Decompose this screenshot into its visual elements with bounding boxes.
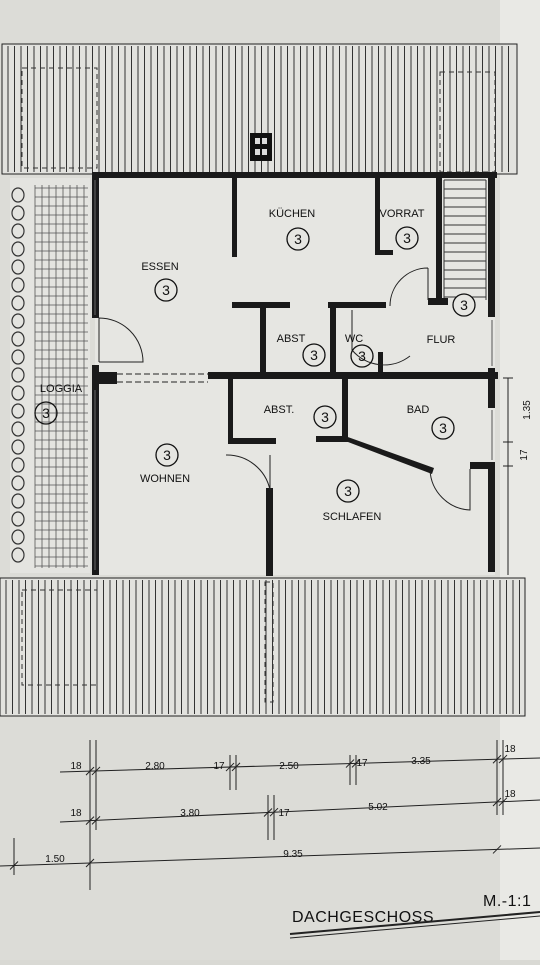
dimension-labels: 18 2.80 17 2.50 17 3.35 18 18 3.80 17 5.02 18 1.50 9.…: [45, 744, 516, 865]
room-number: 3: [162, 282, 170, 298]
room-name-label: ABST: [277, 333, 306, 345]
dimension-label: 2.80: [145, 761, 165, 772]
room-number-circle: [395, 226, 419, 250]
room-number-circle: [313, 405, 337, 429]
side-dim-a: 1.35: [522, 400, 533, 420]
doors: [94, 180, 493, 570]
room-name-label: VORRAT: [379, 208, 424, 220]
dimension-chains: [0, 740, 540, 890]
dimension-label: 3.80: [180, 808, 200, 819]
dimension-label: 17: [278, 808, 290, 819]
room-name-label: ABST.: [264, 404, 295, 416]
room-number: 3: [163, 447, 171, 463]
room-name-label: FLUR: [427, 334, 456, 346]
dimension-label: 18: [504, 789, 516, 800]
dimension-label: 9.35: [283, 849, 303, 860]
room-number: 3: [42, 405, 50, 421]
room-name-label: WOHNEN: [140, 473, 190, 485]
room-number-circle: [302, 343, 326, 367]
dimension-label: 17: [356, 758, 368, 769]
room-number: 3: [403, 230, 411, 246]
stair-number: 3: [460, 297, 468, 313]
room-name-label: KÜCHEN: [269, 208, 316, 220]
room-name-label: SCHLAFEN: [323, 511, 382, 523]
room-number: 3: [294, 231, 302, 247]
title-underline: [289, 911, 540, 935]
dimension-label: 18: [70, 761, 82, 772]
side-dim-b: 17: [519, 449, 530, 461]
stair-number-circle: [452, 293, 476, 317]
room-number: 3: [344, 483, 352, 499]
dimension-label: 3.35: [411, 756, 431, 767]
room-number-circle: [286, 227, 310, 251]
dimension-label: 17: [213, 761, 225, 772]
room-number-circle: [431, 416, 455, 440]
room-number-circle: [154, 278, 178, 302]
title-underline-2: [289, 915, 540, 939]
plan-title: DACHGESCHOSS: [292, 909, 434, 926]
room-name-label: BAD: [407, 404, 430, 416]
dimension-label: 2.50: [279, 761, 299, 772]
room-name-label: ESSEN: [141, 261, 178, 273]
room-number: 3: [358, 348, 366, 364]
dimension-label: 5.02: [368, 802, 388, 813]
room-number-circle: [350, 344, 374, 368]
room-number: 3: [439, 420, 447, 436]
loggia-area: [10, 178, 90, 573]
room-number-circle: [336, 479, 360, 503]
room-number-circle: [34, 401, 58, 425]
roof-bottom: [0, 577, 526, 717]
dimension-label: 1.50: [45, 854, 65, 865]
dimension-label: 18: [70, 808, 82, 819]
plan-scale: M.-1:1: [483, 893, 531, 910]
room-number-circle: [155, 443, 179, 467]
side-dimension: 1.35 17: [503, 377, 533, 575]
roof-top: [1, 43, 518, 175]
room-name-label: LOGGIA: [40, 383, 83, 395]
room-number: 3: [321, 409, 329, 425]
dimension-label: 18: [504, 744, 516, 755]
room-name-label: WC: [345, 333, 363, 345]
room-number: 3: [310, 347, 318, 363]
